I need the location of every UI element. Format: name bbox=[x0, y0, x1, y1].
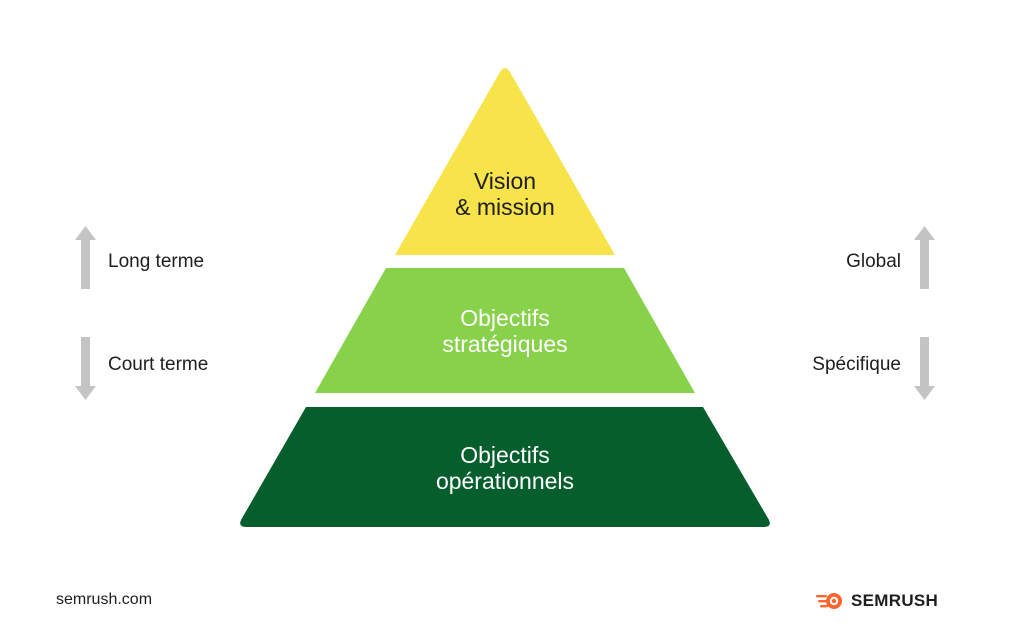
specific-label: Spécifique bbox=[812, 354, 901, 375]
tier-label-line: & mission bbox=[455, 194, 555, 220]
arrow-down-icon bbox=[75, 337, 96, 400]
tier-label-line: Objectifs bbox=[460, 305, 550, 331]
tier-label-operational: Objectifs opérationnels bbox=[375, 442, 635, 494]
arrow-down-icon bbox=[914, 337, 935, 400]
tier-operational-objectives bbox=[240, 407, 770, 527]
tier-vision-mission bbox=[395, 68, 615, 255]
brand-name: SEMRUSH bbox=[851, 591, 939, 610]
arrow-up-icon bbox=[914, 226, 935, 289]
tier-label-line: stratégiques bbox=[442, 331, 568, 357]
tier-label-line: opérationnels bbox=[435, 468, 575, 494]
tier-label-strategic: Objectifs stratégiques bbox=[375, 305, 635, 357]
global-label: Global bbox=[846, 251, 901, 272]
semrush-logo: SEMRUSH bbox=[815, 590, 938, 612]
tier-label-line: Objectifs bbox=[460, 442, 550, 468]
tier-label-vision-mission: Vision & mission bbox=[375, 168, 635, 220]
footer-url: semrush.com bbox=[56, 591, 153, 608]
short-term-label: Court terme bbox=[108, 354, 209, 375]
semrush-flame-icon bbox=[816, 593, 842, 609]
arrow-up-icon bbox=[75, 226, 96, 289]
tier-strategic-objectives bbox=[315, 268, 695, 393]
long-term-label: Long terme bbox=[108, 251, 205, 272]
tier-label-line: Vision bbox=[473, 168, 537, 194]
